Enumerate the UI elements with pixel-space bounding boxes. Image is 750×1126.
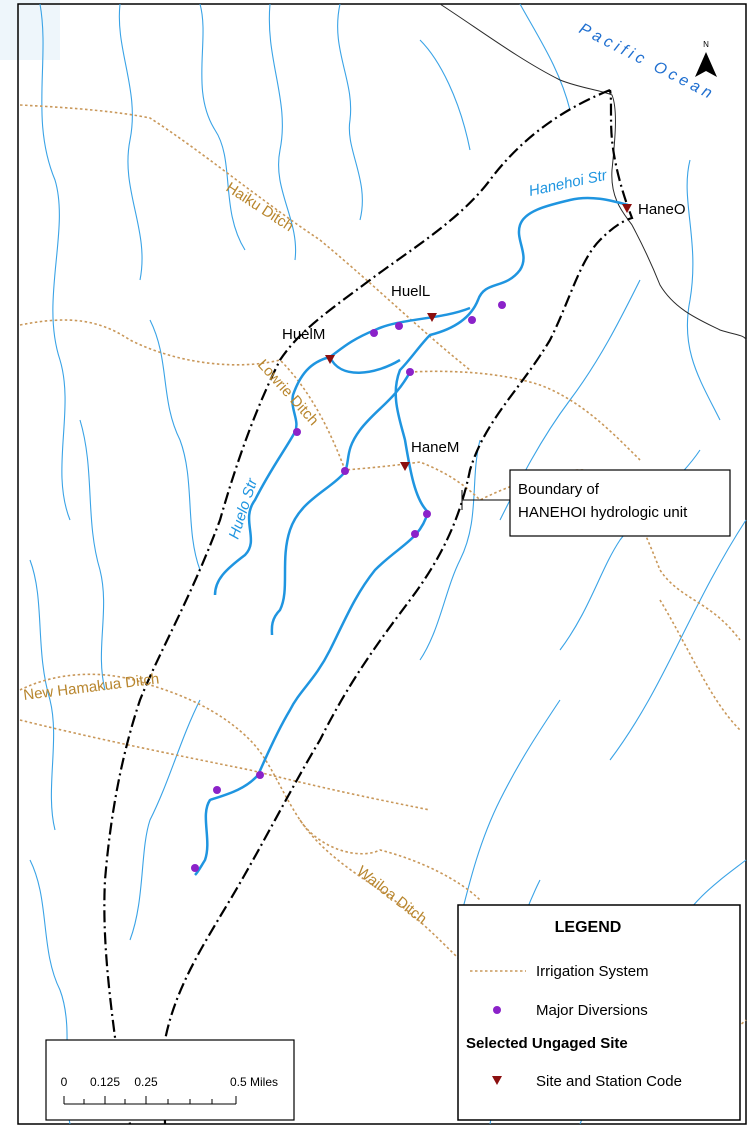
legend-selected-header: Selected Ungaged Site (466, 1035, 628, 1052)
wailoa-ditch-line (299, 819, 461, 961)
coastline (439, 3, 747, 341)
site-marker-hanem (400, 462, 410, 471)
site-label-hanem: HaneM (411, 439, 459, 456)
lowrie-branch-line (409, 370, 641, 461)
scale-bar-box (45, 1039, 295, 1121)
site-marker-huell (427, 313, 437, 322)
stream-line (149, 319, 201, 571)
map-frame (17, 3, 747, 1125)
diversion-point (411, 530, 419, 538)
legend-title: LEGEND (555, 919, 622, 936)
diversion-point (498, 301, 506, 309)
tributary-stream (328, 356, 401, 374)
diversion-point (370, 329, 378, 337)
site-label-huell: HuelL (391, 283, 430, 300)
tributary-stream (270, 371, 412, 636)
diversion-point (468, 316, 476, 324)
stream-line (419, 439, 481, 661)
legend-irrigation-label: Irrigation System (536, 963, 649, 980)
north-arrow: N (695, 40, 717, 77)
scale-tick-1: 0.125 (90, 1075, 120, 1089)
scale-tick-2: 0.25 (134, 1075, 158, 1089)
north-arrow-label: N (703, 40, 709, 49)
stream-line (419, 39, 471, 151)
hydrologic-unit-boundary (103, 88, 634, 1125)
site-label-haneo: HaneO (638, 201, 686, 218)
stream-line (686, 159, 721, 421)
scale-bar: 0 0.125 0.25 0.5 Miles (45, 1039, 295, 1121)
stream-line (118, 3, 143, 281)
stream-line (519, 3, 571, 111)
corner-tint (0, 0, 60, 60)
stream-line (337, 3, 363, 221)
north-arrow-icon (695, 52, 717, 77)
legend-box (457, 904, 741, 1121)
diversion-point (406, 368, 414, 376)
hanehoi-stream (194, 196, 629, 876)
scale-tick-0: 0 (61, 1075, 68, 1089)
stream-line (29, 559, 56, 831)
scale-tick-3: 0.5 Miles (230, 1075, 278, 1089)
ditch-line (19, 719, 431, 811)
diversion-point (423, 510, 431, 518)
ungaged-sites (325, 204, 632, 471)
stream-line (268, 3, 297, 261)
callout-box (509, 469, 731, 537)
diversion-point (191, 864, 199, 872)
legend: LEGEND Irrigation System Major Diversion… (457, 904, 741, 1121)
stream-line (199, 3, 246, 251)
diversion-point (395, 322, 403, 330)
stream-line (79, 419, 106, 691)
new-hamakua-ditch-line (19, 673, 481, 901)
callout-line1: Boundary of (518, 481, 600, 498)
legend-diversion-symbol (493, 1006, 501, 1014)
legend-site-label: Site and Station Code (536, 1073, 682, 1090)
callout-line2: HANEHOI hydrologic unit (518, 504, 688, 521)
legend-site-symbol (492, 1076, 502, 1085)
legend-diversion-label: Major Diversions (536, 1002, 648, 1019)
haiku-ditch-line (19, 104, 471, 371)
diversion-point (256, 771, 264, 779)
stream-line (459, 699, 561, 921)
stream-line (39, 3, 71, 521)
stream-line (129, 699, 201, 941)
diversion-point (341, 467, 349, 475)
site-label-huelm: HuelM (282, 326, 325, 343)
major-diversions (191, 301, 506, 872)
scale-bar-line (63, 1096, 237, 1105)
site-marker-haneo (622, 204, 632, 213)
diversion-point (293, 428, 301, 436)
diversion-point (213, 786, 221, 794)
site-marker-huelm (325, 355, 335, 364)
stream-line (609, 519, 747, 761)
